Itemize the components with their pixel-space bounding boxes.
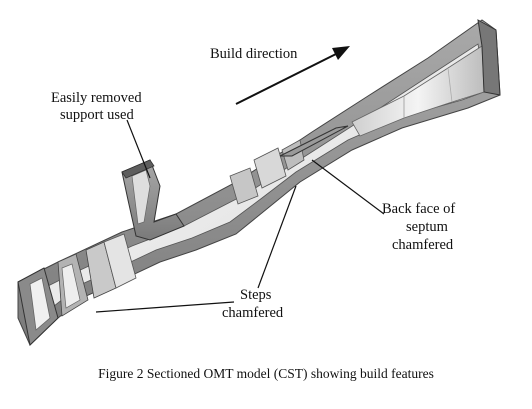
septum-label-line3: chamfered xyxy=(392,237,454,253)
figure-caption: Figure 2 Sectioned OMT model (CST) showi… xyxy=(98,366,434,381)
build-direction-arrow xyxy=(235,46,350,105)
support-leader-line xyxy=(126,119,151,179)
steps-label-line1: Steps xyxy=(240,287,272,303)
septum-label-line1: Back face of xyxy=(382,201,456,217)
steps-label-line2: chamfered xyxy=(222,305,284,321)
input-port-steps xyxy=(17,233,137,347)
septum-leader-line xyxy=(311,159,385,215)
steps-leader-line-1 xyxy=(257,185,297,289)
build-direction-label: Build direction xyxy=(210,46,298,62)
horn-end-frame xyxy=(477,19,501,96)
side-arm xyxy=(121,159,185,241)
steps-leader-line-2 xyxy=(95,301,235,313)
support-label-line2: support used xyxy=(60,107,134,123)
septum xyxy=(279,125,349,157)
support-label-line1: Easily removed xyxy=(51,90,142,106)
septum-label-line2: septum xyxy=(406,219,448,235)
